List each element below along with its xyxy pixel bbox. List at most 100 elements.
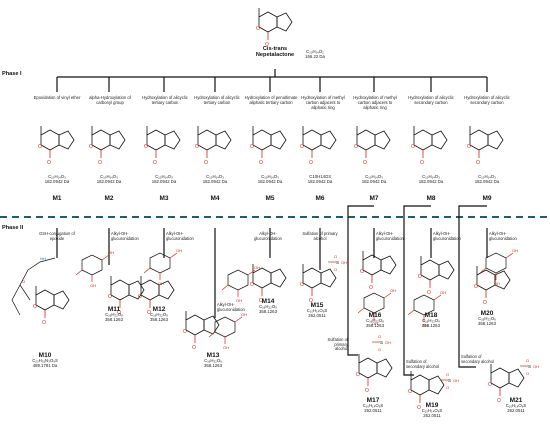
- m17-id: M17: [366, 397, 380, 404]
- m4-formula: C₁₀H₁₄O₃: [206, 174, 224, 179]
- m8-reaction: Hydroxylation of alicyclic secondary car…: [408, 95, 454, 105]
- m3-reaction: Hydroxylation of alicyclic tertiary carb…: [142, 95, 188, 105]
- m17-mass: 262.0511: [364, 408, 382, 414]
- m13-label: M13 C₁₆H₂₂O₉ 358.1263: [196, 352, 230, 369]
- m13-id: M13: [206, 352, 220, 359]
- m17-label: M17 C₁₀H₁₄O₆S 262.0511: [356, 397, 390, 414]
- m14-formula: C₁₆H₂₂O₉: [259, 304, 277, 310]
- m4-reaction: Hydroxylation of alicyclic tertiary carb…: [194, 95, 240, 105]
- m11-label: M11 C₁₆H₂₂O₉ 358.1263: [98, 306, 130, 323]
- m5-formula-block: C₁₀H₁₄O₃ 182.0942 Da: [248, 174, 292, 185]
- m11-formula: C₁₆H₂₂O₉: [105, 312, 123, 318]
- m4-structure: [194, 125, 232, 167]
- m18-mass: 358.1263: [422, 323, 440, 329]
- phase2-label: Phase II: [2, 225, 24, 231]
- m9-sulf-reaction: Sulfation of secondary alcohol: [461, 354, 494, 364]
- m7-id: M7: [369, 195, 379, 202]
- m15-structure: [299, 263, 337, 305]
- m17-structure: [355, 353, 393, 395]
- m13-mass: 358.1263: [204, 363, 222, 369]
- m1-structure: [37, 125, 75, 167]
- m2-id: M2: [104, 195, 114, 202]
- m12-label: M12 C₁₆H₂₂O₉ 358.1263: [143, 306, 175, 323]
- m15-id: M15: [310, 302, 324, 309]
- phase1-label: Phase I: [2, 71, 22, 77]
- m7-formula: C₁₀H₁₄O₃: [365, 174, 383, 179]
- m3-mass: 182.0942 Da: [151, 178, 177, 184]
- m1-mass: 182.0942 Da: [44, 178, 70, 184]
- m5-formula: C₁₀H₁₄O₃: [261, 174, 279, 179]
- m2-mass: 182.0942 Da: [96, 178, 122, 184]
- m16-mass: 358.1263: [366, 323, 384, 329]
- parent-formula-block: C₁₀H₁₄O₂ 166.22 Da: [295, 49, 335, 60]
- m10-mass: 489.1791 Da: [32, 363, 58, 369]
- m5-structure: [249, 125, 287, 167]
- m12-id: M12: [152, 306, 166, 313]
- m16-structure: [359, 250, 397, 292]
- m19-id: M19: [425, 402, 439, 409]
- svg-text:NH: NH: [40, 256, 46, 261]
- m10-structure: [32, 285, 70, 327]
- m9-formula: C₁₀H₁₄O₃: [478, 174, 496, 179]
- parent-structure: [255, 7, 293, 49]
- m15-mass: 262.0511: [308, 313, 326, 319]
- m14-id: M14: [261, 298, 275, 305]
- m6-formula: C10H14O3: [309, 174, 331, 179]
- m7-reaction: Hydroxylation of methyl carbon adjacent …: [353, 95, 397, 110]
- m4-formula-block: C₁₀H₁₄O₃ 182.0942 Da: [193, 174, 237, 185]
- m1-id: M1: [52, 195, 62, 202]
- m7-mass: 182.0942 Da: [361, 178, 387, 184]
- m15-label: M15 C₁₀H₁₄O₆S 262.0511: [300, 302, 334, 319]
- m2-reaction: alpha-Hydroxylation of carbonyl group: [89, 95, 131, 105]
- m1-formula-block: C₁₀H₁₄O₃ 182.0942 Da: [35, 174, 79, 185]
- gsh-reaction: GSH-conjugation of epoxide: [39, 231, 75, 241]
- m9-structure: [466, 125, 504, 167]
- m6-conj-reaction: Sulfation of primary alcohol: [302, 231, 338, 241]
- m11-id: M11: [107, 306, 121, 313]
- m2-formula-block: C₁₀H₁₄O₃ 182.0942 Da: [87, 174, 131, 185]
- m20-id: M20: [480, 310, 494, 317]
- m16-label: M16 C₁₆H₂₂O₉ 358.1263: [358, 312, 392, 329]
- m21-id: M21: [509, 397, 523, 404]
- m5-reaction: Hydroxylation of penultimate aliphatic t…: [244, 95, 298, 105]
- m16-formula: C₁₆H₂₂O₉: [366, 318, 384, 324]
- m13-structure: [182, 310, 220, 352]
- m2-conj-reaction: Alkyl-OH-glucuronidation: [111, 231, 139, 241]
- m6-reaction: Hydroxylation of methyl carbon adjacent …: [301, 95, 345, 110]
- m3-conj-reaction: Alkyl-OH-glucuronidation: [166, 231, 194, 241]
- m20-mass: 358.1263: [478, 321, 496, 327]
- m19-mass: 262.0511: [423, 413, 441, 419]
- m4-conj-reaction: Alkyl-OH-glucuronidation: [217, 302, 245, 312]
- m3-structure: [143, 125, 181, 167]
- m17-formula: C₁₀H₁₄O₆S: [362, 403, 384, 409]
- m18-formula: C₁₆H₂₂O₉: [422, 318, 440, 324]
- m3-id: M3: [159, 195, 169, 202]
- m6-formula-block: C10H14O3 182.0942 Da: [298, 174, 342, 185]
- m7-conj-reaction: Alkyl-OH-glucuronidation: [376, 231, 404, 241]
- m6-id: M6: [315, 195, 325, 202]
- m8-formula-block: C₁₀H₁₄O₃ 182.0942 Da: [409, 174, 453, 185]
- m3-formula: C₁₀H₁₄O₃: [155, 174, 173, 179]
- m3-formula-block: C₁₀H₁₄O₃ 182.0942 Da: [142, 174, 186, 185]
- m15-formula: C₁₀H₁₄O₆S: [306, 308, 328, 314]
- m6-mass: 182.0942 Da: [307, 178, 333, 184]
- parent-name-line2: Nepetalactone: [255, 52, 295, 59]
- m8-formula: C₁₀H₁₄O₃: [422, 174, 440, 179]
- m20-formula: C₁₆H₂₂O₉: [478, 316, 496, 322]
- m9-reaction: Hydroxylation of alicyclic secondary car…: [464, 95, 510, 105]
- m12-formula: C₁₆H₂₂O₉: [150, 312, 168, 318]
- m16-id: M16: [368, 312, 382, 319]
- m18-label: M18 C₁₆H₂₂O₉ 358.1263: [414, 312, 448, 329]
- svg-text:O: O: [22, 279, 25, 284]
- m5-conj-reaction: Alkyl-OH-glucuronidation: [254, 231, 282, 241]
- m6-structure: [299, 125, 337, 167]
- m9-id: M9: [482, 195, 492, 202]
- m2-formula: C₁₀H₁₄O₃: [100, 174, 118, 179]
- m4-id: M4: [210, 195, 220, 202]
- m1-formula: C₁₀H₁₄O₃: [48, 174, 66, 179]
- m9-mass: 182.0942 Da: [474, 178, 500, 184]
- m11-mass: 358.1263: [105, 317, 123, 323]
- m19-label: M19 C₁₀H₁₄O₆S 262.0511: [414, 402, 450, 419]
- m21-mass: 262.0511: [507, 408, 525, 414]
- parent-name-line1: Cis-trans: [262, 46, 288, 52]
